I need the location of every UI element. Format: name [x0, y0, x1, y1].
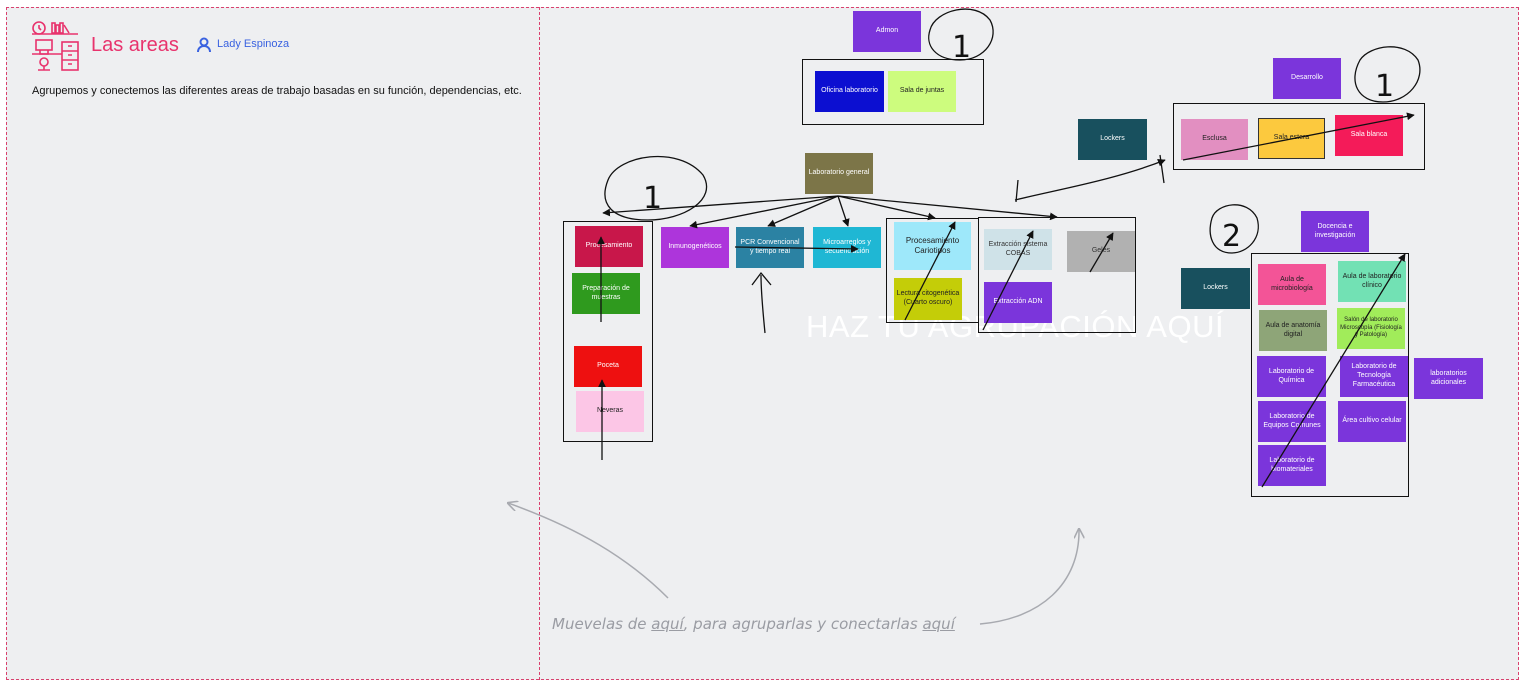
- note-label: PCR Convencional y tiempo real: [740, 238, 800, 255]
- note-label: Inmunogenéticos: [668, 243, 722, 251]
- note-sala-estera[interactable]: Sala estera: [1258, 118, 1325, 159]
- page-title: Las areas: [91, 34, 179, 56]
- hint-middle: , para agruparlas y conectarlas: [683, 615, 923, 633]
- note-label: Aula de anatomía digital: [1265, 321, 1321, 338]
- note-pcr[interactable]: PCR Convencional y tiempo real: [736, 227, 804, 268]
- group-box-desarrollo[interactable]: [1173, 103, 1425, 170]
- note-label: Sala estera: [1273, 134, 1310, 142]
- hint-link-source: aquí: [651, 615, 684, 633]
- note-lab-tecnologia[interactable]: Laboratorio de Tecnología Farmacéutica: [1340, 356, 1408, 397]
- note-label: Procesamiento: [585, 242, 633, 250]
- hint-prefix: Muevelas de: [552, 615, 652, 633]
- note-sala-blanca[interactable]: Sala blanca: [1335, 115, 1403, 156]
- section-divider: [539, 7, 540, 680]
- group-box-procesamiento[interactable]: [563, 221, 653, 442]
- note-docencia[interactable]: Docencia e investigación: [1301, 211, 1369, 252]
- note-lectura[interactable]: Lectura citogenética (Cuarto oscuro): [894, 278, 962, 320]
- note-label: Aula de laboratorio clínico: [1342, 272, 1402, 289]
- note-label: laboratorios adicionales: [1430, 369, 1467, 386]
- user-icon: [197, 37, 211, 53]
- note-lab-adicionales[interactable]: laboratorios adicionales: [1414, 358, 1483, 399]
- note-lab-quimica[interactable]: Laboratorio de Química: [1257, 356, 1326, 397]
- note-procesamiento[interactable]: Procesamiento: [575, 226, 643, 267]
- note-extraccion-cobas[interactable]: Extracción sistema COBAS: [984, 229, 1052, 270]
- note-label: Esclusa: [1202, 135, 1227, 143]
- note-label: Laboratorio de Equipos Comunes: [1263, 412, 1321, 429]
- note-lab-general[interactable]: Laboratorio general: [805, 153, 873, 194]
- note-lab-equipos[interactable]: Laboratorio de Equipos Comunes: [1258, 401, 1326, 442]
- workspace-icon: [32, 21, 79, 71]
- note-inmuno[interactable]: Inmunogenéticos: [661, 227, 729, 268]
- note-label: Aula de microbiología: [1271, 275, 1313, 292]
- note-aula-clinico[interactable]: Aula de laboratorio clínico: [1338, 261, 1406, 302]
- note-label: Extracción sistema COBAS: [988, 240, 1048, 257]
- note-neveras[interactable]: Neveras: [576, 391, 644, 432]
- note-cultivo[interactable]: Área cultivo celular: [1338, 401, 1406, 442]
- note-label: Sala de juntas: [899, 87, 945, 95]
- note-label: Poceta: [597, 362, 619, 370]
- note-admon[interactable]: Admon: [853, 11, 921, 52]
- group-box-admin[interactable]: [802, 59, 984, 125]
- note-label: Laboratorio de biomateriales: [1269, 456, 1315, 473]
- note-lockers-2[interactable]: Lockers: [1181, 268, 1250, 309]
- instructions-hint: Muevelas de aquí, para agruparlas y cone…: [552, 615, 955, 633]
- note-label: Extracción ADN: [993, 298, 1043, 306]
- note-micro[interactable]: Microarreglos y secuenciación: [813, 227, 881, 268]
- board-description: Agrupemos y conectemos las diferentes ar…: [32, 85, 522, 97]
- note-salon-micro[interactable]: Salón de laboratorio Microscopía (Fisiol…: [1337, 308, 1405, 349]
- note-aula-micro[interactable]: Aula de microbiología: [1258, 264, 1326, 305]
- note-poceta[interactable]: Poceta: [574, 346, 642, 387]
- note-label: Laboratorio de Tecnología Farmacéutica: [1351, 363, 1397, 388]
- note-biomateriales[interactable]: Laboratorio de biomateriales: [1258, 445, 1326, 486]
- note-oficina[interactable]: Oficina laboratorio: [815, 71, 884, 112]
- note-label: Salón de laboratorio Microscopía (Fisiol…: [1340, 317, 1402, 339]
- note-cariotipos[interactable]: Procesamiento Cariotipos: [894, 222, 971, 270]
- note-label: Área cultivo celular: [1342, 417, 1402, 425]
- note-label: Procesamiento Cariotipos: [905, 236, 960, 255]
- note-preparacion[interactable]: Preparación de muestras: [572, 273, 640, 314]
- note-sala-juntas[interactable]: Sala de juntas: [888, 71, 956, 112]
- note-label: Lockers: [1203, 284, 1228, 292]
- note-aula-anatomia[interactable]: Aula de anatomía digital: [1259, 310, 1327, 351]
- group-box-docencia[interactable]: [1251, 253, 1409, 497]
- note-esclusa[interactable]: Esclusa: [1181, 119, 1248, 160]
- note-label: Microarreglos y secuenciación: [823, 238, 871, 255]
- hint-link-target: aquí: [922, 615, 955, 633]
- note-label: Lectura citogenética (Cuarto oscuro): [896, 290, 960, 306]
- note-geles[interactable]: Geles: [1067, 231, 1135, 272]
- note-label: Laboratorio de Química: [1268, 367, 1315, 384]
- note-label: Desarrollo: [1291, 74, 1323, 82]
- note-label: Preparación de muestras: [582, 284, 630, 301]
- note-label: Sala blanca: [1350, 131, 1388, 139]
- note-label: Laboratorio general: [808, 169, 870, 177]
- note-extraccion-adn[interactable]: Extracción ADN: [984, 282, 1052, 323]
- note-label: Lockers: [1100, 135, 1125, 143]
- note-lockers-1[interactable]: Lockers: [1078, 119, 1147, 160]
- note-label: Docencia e investigación: [1314, 222, 1356, 239]
- note-label: Geles: [1091, 247, 1111, 255]
- note-label: Admon: [875, 27, 899, 35]
- note-label: Oficina laboratorio: [821, 87, 878, 95]
- note-label: Neveras: [596, 407, 624, 415]
- author-name[interactable]: Lady Espinoza: [217, 38, 290, 50]
- note-desarrollo[interactable]: Desarrollo: [1273, 58, 1341, 99]
